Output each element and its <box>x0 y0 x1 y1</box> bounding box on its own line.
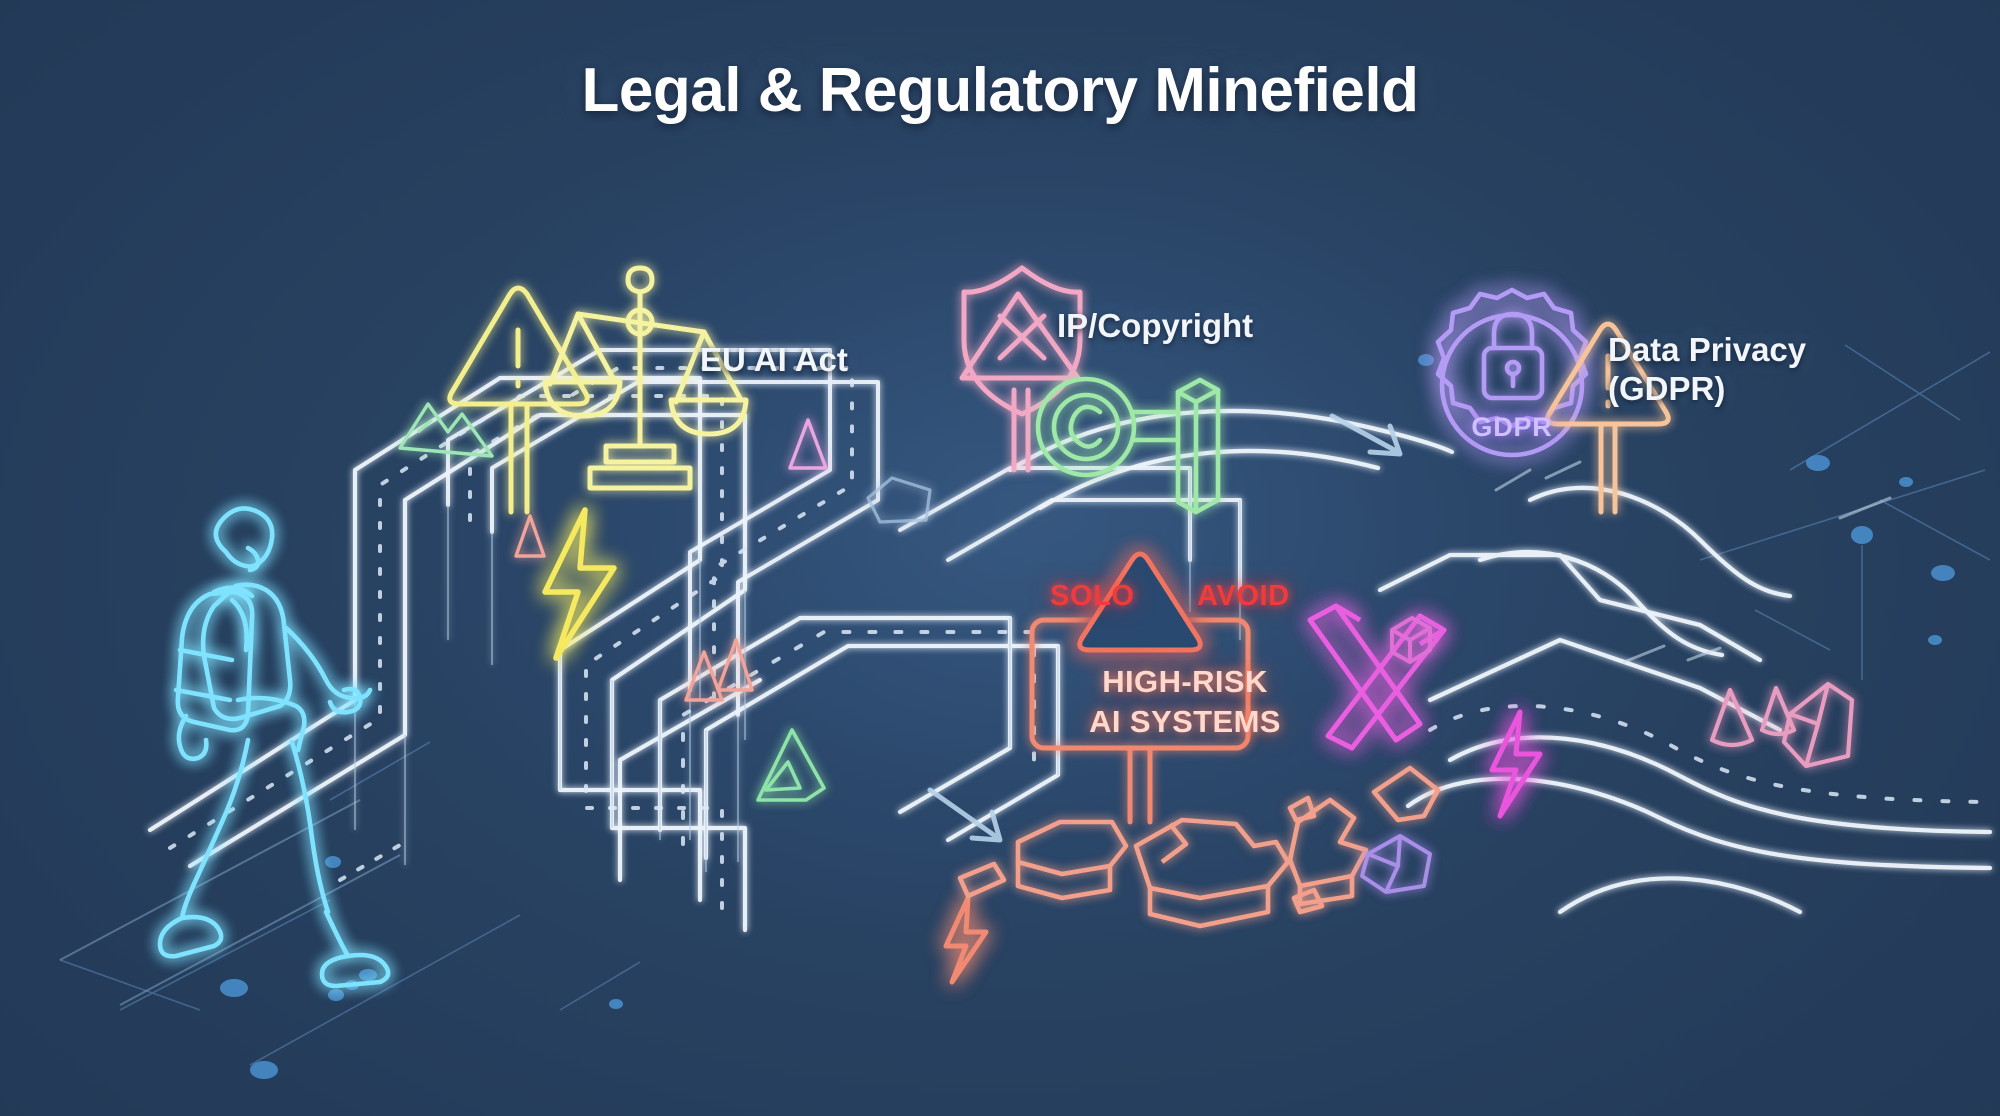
decor-cones-pink <box>1709 681 1855 769</box>
tag-avoid: AVOID <box>1197 580 1290 612</box>
shield-x-sign <box>959 265 1083 473</box>
decor-cube-magenta <box>1390 616 1432 664</box>
page-title: Legal & Regulatory Minefield <box>581 56 1419 125</box>
ground-lines <box>59 799 401 1006</box>
label-data-privacy: Data Privacy (GDPR) <box>1608 331 1807 407</box>
lightning-bolt-magenta <box>1489 709 1543 819</box>
cross-x-3d-magenta <box>1307 603 1447 751</box>
copyright-icon <box>1035 376 1221 515</box>
decor-rock-grey <box>866 476 932 524</box>
tag-solo: SOLO <box>1050 580 1135 612</box>
high-risk-sign-text: HIGH-RISK AI SYSTEMS <box>1089 664 1281 739</box>
background-network <box>59 344 1991 1066</box>
road-network <box>147 348 1993 933</box>
lightning-bolt-salmon <box>943 895 989 985</box>
flow-arrow-right <box>1329 413 1403 457</box>
label-ip-copyright: IP/Copyright <box>1057 307 1254 344</box>
warning-triangle-sign-orange <box>1545 321 1671 515</box>
decor-trees-pink-left <box>514 514 754 702</box>
warning-triangle-sign-yellow <box>447 285 590 515</box>
decor-crystal-purple <box>1360 834 1432 894</box>
lock-icon <box>1481 311 1545 401</box>
scales-of-justice-icon <box>542 265 749 491</box>
gdpr-badge-text: GDPR <box>1471 412 1553 442</box>
cracked-ground <box>957 765 1441 929</box>
label-eu-ai-act: EU AI Act <box>700 341 848 378</box>
decor-mountain-green-left <box>398 402 494 458</box>
traveler-figure <box>157 506 391 989</box>
decor-mountain-green-mid <box>756 728 826 802</box>
lightning-bolt-yellow <box>542 507 617 661</box>
terrain-lines-right <box>1494 460 1892 664</box>
flow-arrow-left <box>927 787 1003 843</box>
decor-tree-magenta <box>788 418 828 470</box>
